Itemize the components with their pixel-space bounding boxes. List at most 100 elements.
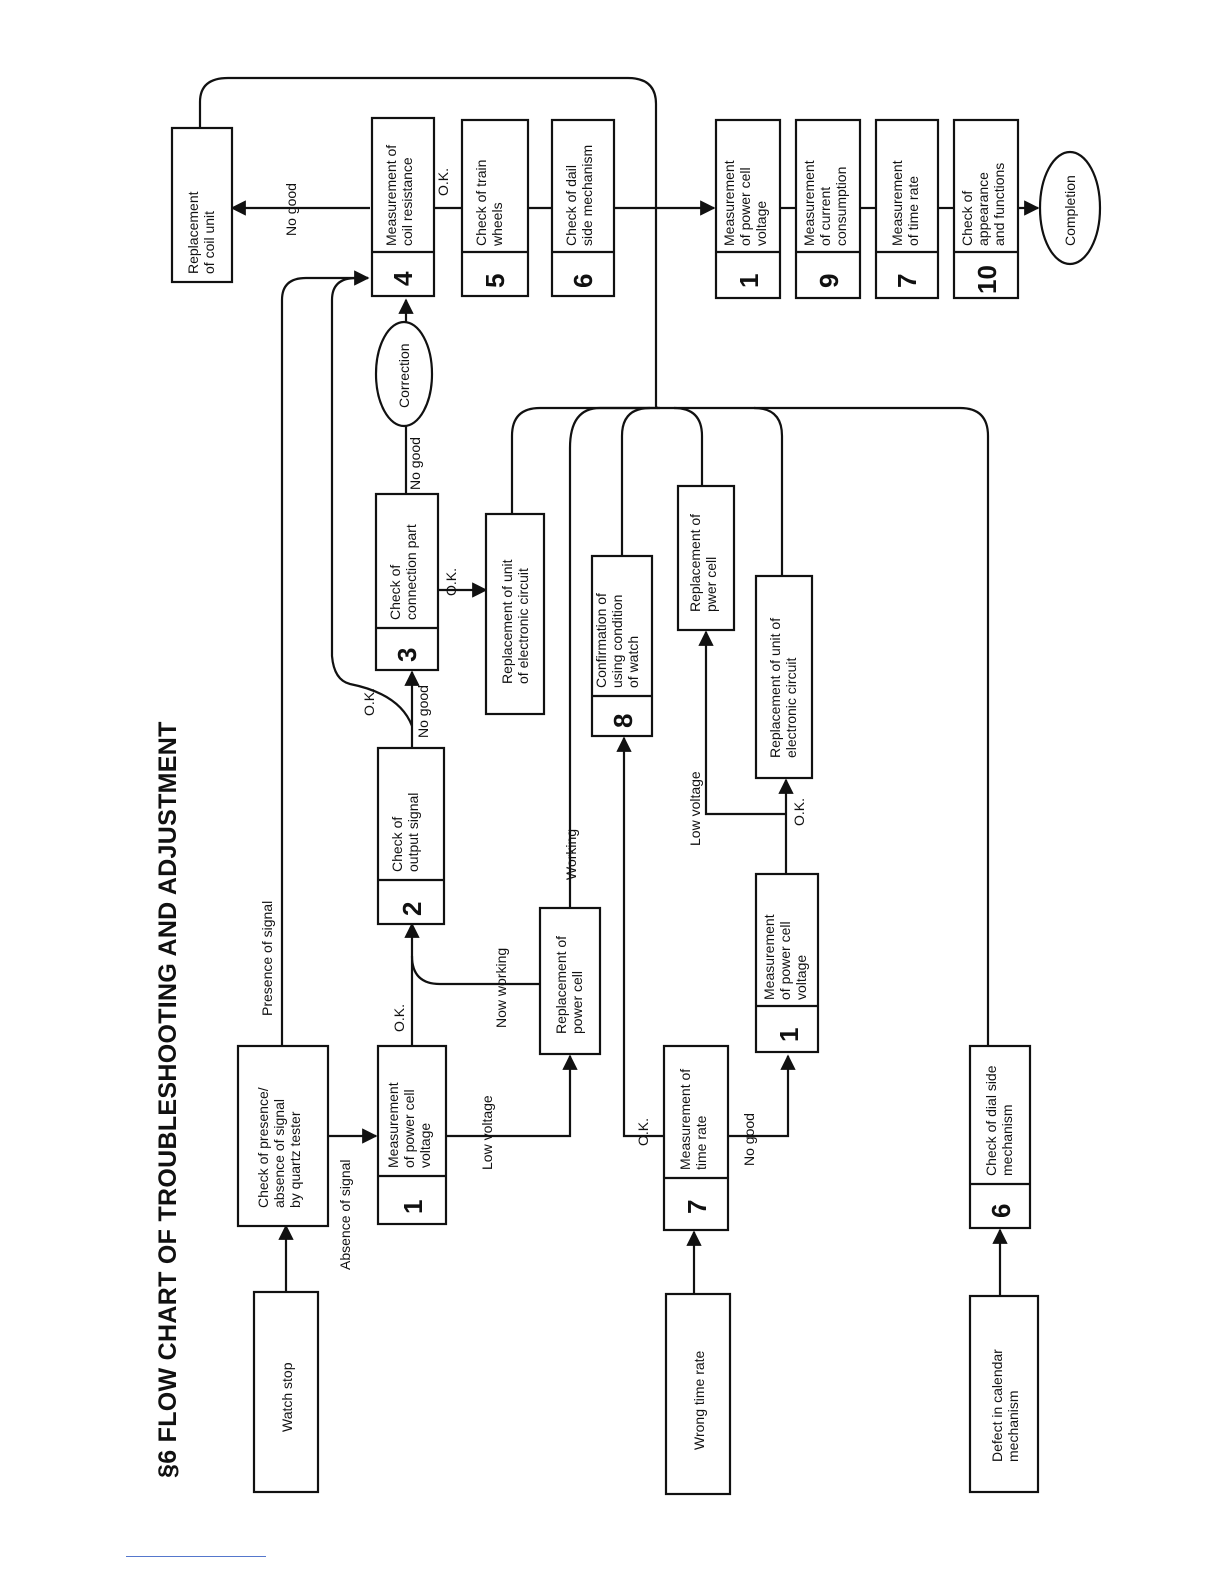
node-replace-cell-b-line-2: pwer cell xyxy=(703,557,719,612)
label-no-good-time-rate: No good xyxy=(741,1113,757,1166)
node-confirm-using-line-1: Confirmation of xyxy=(593,593,609,688)
label-now-working: Now working xyxy=(493,948,509,1028)
edge-circuit-b-merge xyxy=(753,406,784,576)
node-check-connection-number: 3 xyxy=(392,648,422,662)
node-check-dial-lower: 6 Check of dial side mechanism xyxy=(968,1044,1032,1230)
edge-time-rate-no-good xyxy=(728,1054,796,1138)
node-check-connection: 3 Check of connection part xyxy=(374,492,440,672)
node-meas-voltage-b-line-2: of power cell xyxy=(777,921,793,1000)
node-meas-time-rate-line-1: Measurement of xyxy=(677,1069,693,1170)
node-final-voltage-line-2: of power cell xyxy=(737,167,753,246)
node-final-voltage: 1 Measurement of power cell voltage xyxy=(714,118,782,300)
node-check-dial-lower-line-2: mechanism xyxy=(999,1104,1015,1176)
node-final-current-number: 9 xyxy=(814,274,844,288)
label-ok-voltage-a: O.K. xyxy=(391,1004,407,1032)
node-replace-cell-a: Replacement of power cell xyxy=(538,906,602,1056)
node-check-signal-line-3: by quartz tester xyxy=(287,1111,303,1208)
node-final-time-rate-number: 7 xyxy=(892,274,922,288)
label-ok-coil: O.K. xyxy=(435,168,451,196)
node-check-connection-line-1: Check of xyxy=(387,565,403,620)
node-confirm-using-line-2: using condition xyxy=(609,595,625,688)
edge-merge-bus xyxy=(654,208,659,410)
node-meas-voltage-a-line-2: of power cell xyxy=(401,1089,417,1168)
node-replace-circuit-a-line-2: of electronic circuit xyxy=(515,568,531,684)
page-title: §6 FLOW CHART OF TROUBLESHOOTING AND ADJ… xyxy=(154,721,182,1478)
node-meas-voltage-b-line-3: voltage xyxy=(793,955,809,1000)
node-final-time-rate-line-2: of time rate xyxy=(905,176,921,246)
node-final-appearance: 10 Check of appearance and functions xyxy=(952,118,1020,300)
node-meas-voltage-b: 1 Measurement of power cell voltage xyxy=(754,872,820,1054)
node-meas-voltage-b-line-1: Measurement xyxy=(761,914,777,1000)
node-watch-stop: Watch stop xyxy=(252,1290,320,1494)
node-replace-circuit-b-line-1: Replacement of unit of xyxy=(767,618,783,758)
node-final-current: 9 Measurement of current consumption xyxy=(794,118,862,300)
node-check-train-line-2: wheels xyxy=(489,202,505,247)
edge-now-working xyxy=(410,955,540,986)
node-final-appearance-line-3: and functions xyxy=(991,163,1007,246)
node-meas-time-rate-line-2: time rate xyxy=(693,1115,709,1170)
node-meas-coil-line-1: Measurement of xyxy=(383,145,399,246)
label-no-good-output: No good xyxy=(415,685,431,738)
node-final-appearance-line-1: Check of xyxy=(959,191,975,246)
node-final-time-rate-line-1: Measurement xyxy=(889,160,905,246)
node-final-time-rate: 7 Measurement of time rate xyxy=(874,118,940,300)
node-meas-voltage-a: 1 Measurement of power cell voltage xyxy=(376,1044,448,1226)
node-final-voltage-line-3: voltage xyxy=(753,201,769,246)
node-check-output-number: 2 xyxy=(397,902,427,916)
label-low-voltage-a: Low voltage xyxy=(479,1095,495,1170)
node-defect-calendar: Defect in calendar mechanism xyxy=(968,1294,1040,1494)
node-final-current-line-3: consumption xyxy=(833,167,849,246)
node-check-signal: Check of presence/ absence of signal by … xyxy=(236,1044,330,1228)
node-defect-calendar-line-2: mechanism xyxy=(1005,1390,1021,1462)
edge-labels: Presence of signal Absence of signal Low… xyxy=(259,168,807,1270)
label-absence-of-signal: Absence of signal xyxy=(337,1159,353,1270)
label-ok-output: O.K. xyxy=(361,688,377,716)
node-replace-coil: Replacement of coil unit xyxy=(170,126,234,284)
node-meas-voltage-b-number: 1 xyxy=(774,1028,804,1042)
node-confirm-using-number: 8 xyxy=(608,714,638,728)
node-meas-coil-number: 4 xyxy=(388,271,418,286)
edge-time-rate-ok xyxy=(616,736,664,1138)
nodes: Watch stop Wrong time rate Defect in cal… xyxy=(170,116,1102,1496)
node-replace-circuit-b: Replacement of unit of electronic circui… xyxy=(754,574,814,780)
node-completion: Completion xyxy=(1038,150,1102,266)
node-check-signal-line-2: absence of signal xyxy=(271,1099,287,1208)
edge-circuit-a-merge xyxy=(510,406,990,1046)
node-check-connection-line-2: connection part xyxy=(403,524,419,620)
node-replace-circuit-a-line-1: Replacement of unit xyxy=(499,559,515,684)
node-check-dial-upper-line-1: Check of dail xyxy=(563,165,579,246)
label-low-voltage-b: Low voltage xyxy=(687,771,703,846)
label-working: Working xyxy=(563,829,579,880)
node-wrong-time-rate-line-1: Wrong time rate xyxy=(691,1350,707,1450)
node-meas-time-rate: 7 Measurement of time rate xyxy=(662,1044,730,1232)
node-replace-coil-line-2: of coil unit xyxy=(201,211,217,274)
label-ok-connection: O.K. xyxy=(443,568,459,596)
label-ok-voltage-b: O.K. xyxy=(791,798,807,826)
node-check-dial-lower-number: 6 xyxy=(986,1204,1016,1218)
node-completion-line-1: Completion xyxy=(1062,175,1078,246)
node-meas-voltage-a-number: 1 xyxy=(398,1200,428,1214)
node-meas-voltage-a-line-1: Measurement xyxy=(385,1082,401,1168)
node-correction: Correction xyxy=(374,320,434,428)
node-watch-stop-line-1: Watch stop xyxy=(279,1362,295,1432)
label-no-good-connection: No good xyxy=(407,437,423,490)
label-no-good-coil: No good xyxy=(283,183,299,236)
node-meas-coil-line-2: coil resistance xyxy=(399,157,415,246)
node-final-appearance-line-2: appearance xyxy=(975,172,991,246)
node-replace-coil-line-1: Replacement xyxy=(185,191,201,274)
node-check-signal-line-1: Check of presence/ xyxy=(255,1087,271,1208)
edge-coil-replaced-loop xyxy=(198,76,658,208)
node-replace-circuit-b-line-2: electronic circuit xyxy=(783,658,799,758)
node-check-dial-upper-number: 6 xyxy=(568,274,598,288)
node-defect-calendar-line-1: Defect in calendar xyxy=(989,1349,1005,1462)
node-wrong-time-rate: Wrong time rate xyxy=(664,1292,732,1496)
edge-cell-b-merge xyxy=(673,406,704,486)
node-final-current-line-2: of current xyxy=(817,187,833,246)
node-replace-cell-b: Replacement of pwer cell xyxy=(676,484,736,632)
label-ok-time-rate: O.K. xyxy=(635,1118,651,1146)
edge-confirm-merge xyxy=(620,406,651,556)
node-replace-cell-b-line-1: Replacement of xyxy=(687,514,703,612)
node-meas-voltage-a-line-3: voltage xyxy=(417,1123,433,1168)
